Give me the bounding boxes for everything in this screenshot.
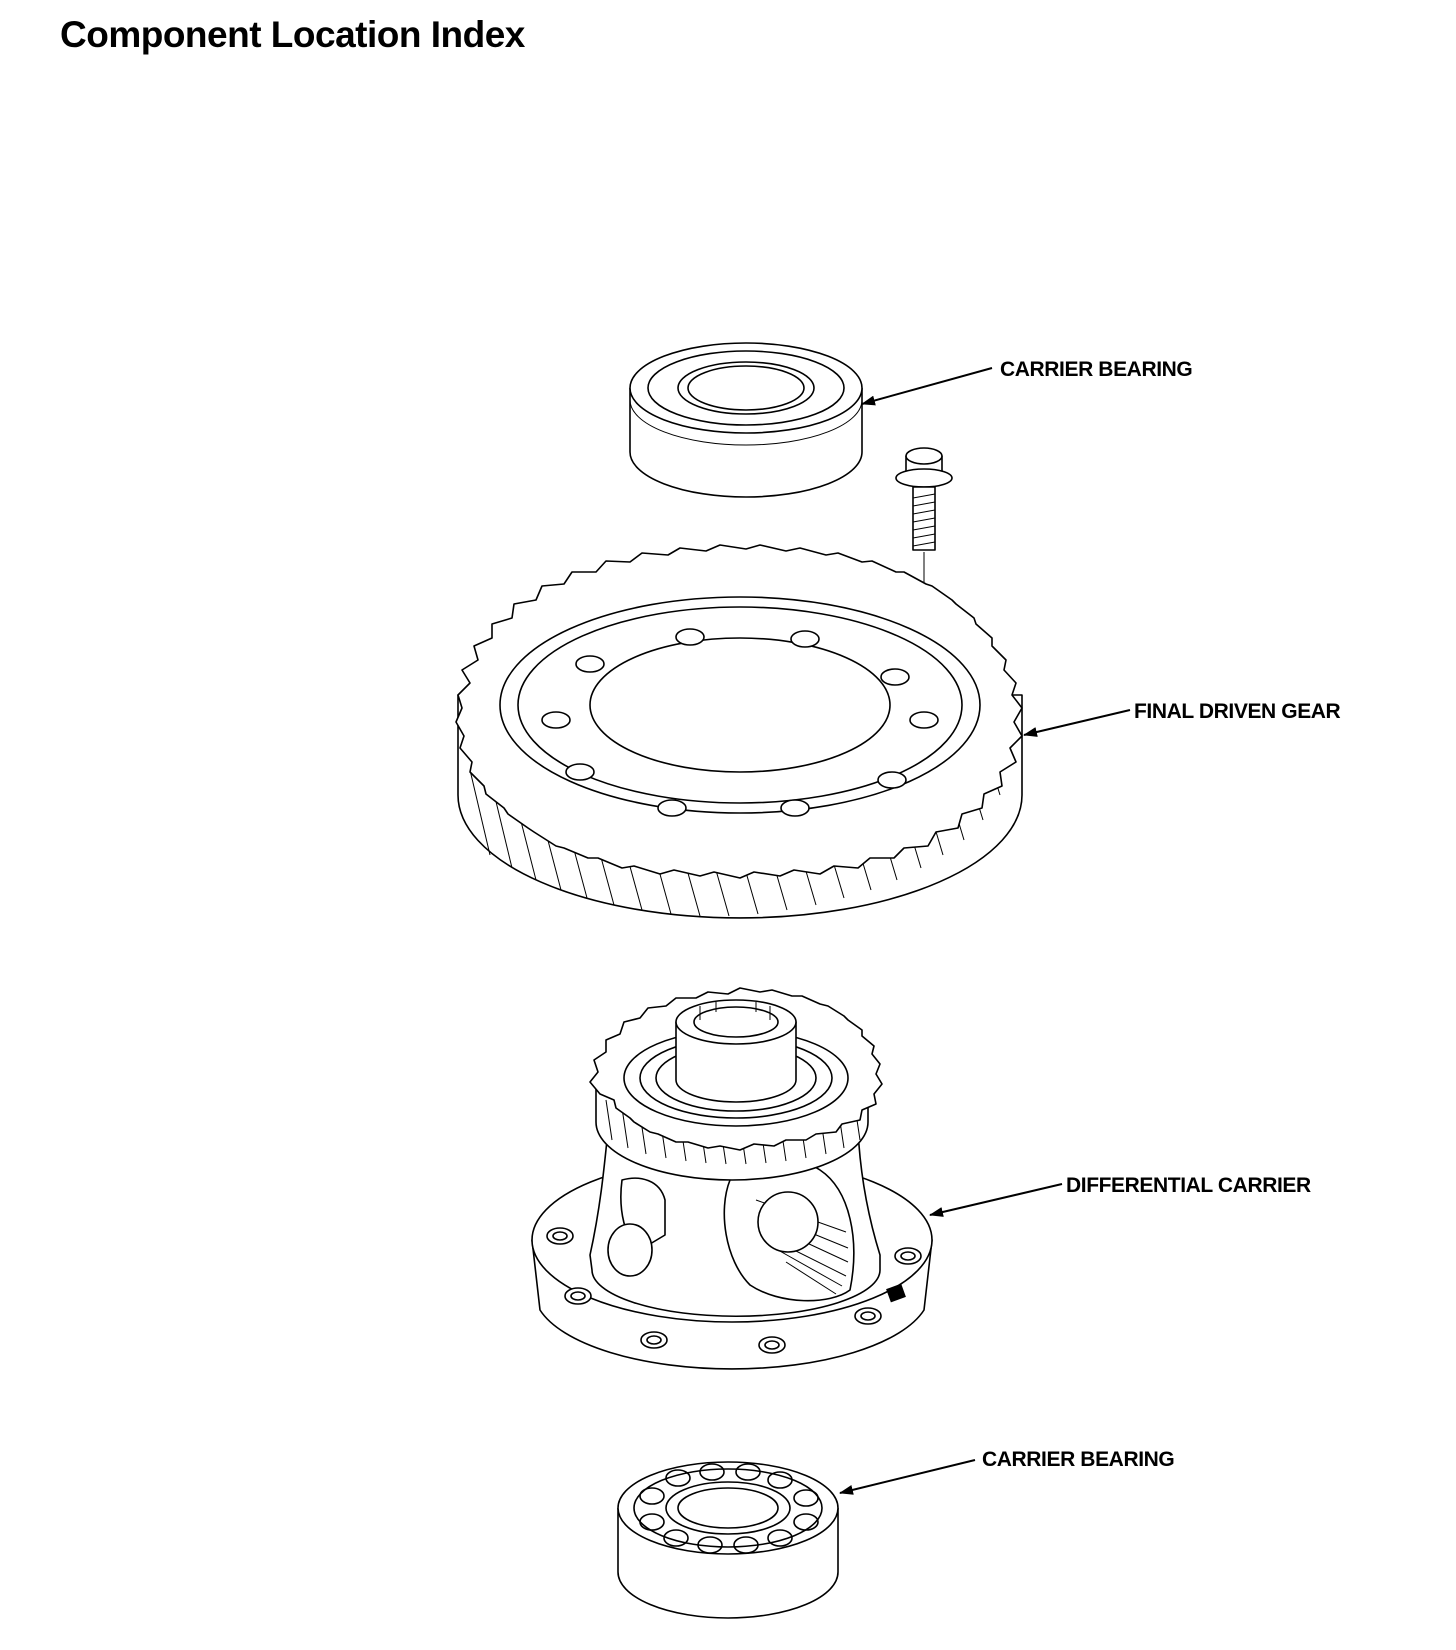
gear-bolt-illustration (895, 447, 953, 718)
label-carrier-bearing-bottom: CARRIER BEARING (982, 1448, 1174, 1471)
differential-carrier-illustration (531, 987, 933, 1370)
carrier-flange-holes (546, 1227, 922, 1354)
leader-differential-carrier (929, 1183, 1063, 1217)
label-differential-carrier: DIFFERENTIAL CARRIER (1066, 1174, 1311, 1197)
bearing-rollers (639, 1463, 819, 1554)
leader-carrier-bearing-top (861, 367, 993, 406)
leader-final-driven-gear (1023, 709, 1131, 737)
carrier-bearing-bottom-illustration (617, 1461, 839, 1619)
label-final-driven-gear: FINAL DRIVEN GEAR (1134, 700, 1341, 723)
gear-bolt-holes (541, 628, 939, 817)
leader-carrier-bearing-bottom (839, 1459, 976, 1495)
final-driven-gear-illustration (455, 544, 1023, 919)
carrier-bearing-top-illustration (629, 342, 863, 498)
page-title: Component Location Index (60, 14, 525, 55)
label-carrier-bearing-top: CARRIER BEARING (1000, 358, 1192, 381)
